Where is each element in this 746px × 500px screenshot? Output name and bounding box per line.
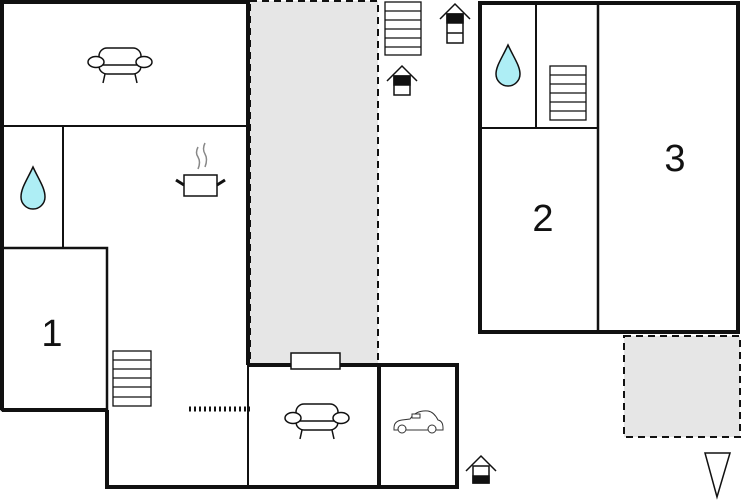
room-label-2: 2 (532, 198, 553, 240)
main-building-walls (0, 0, 459, 489)
terrace-central (249, 0, 379, 365)
sofa-icon (87, 47, 153, 84)
north-arrow-icon (704, 452, 732, 500)
water-drop-icon (20, 165, 46, 210)
car-icon (393, 410, 444, 434)
room-label-1: 1 (41, 313, 62, 355)
stairs-icon (549, 65, 587, 121)
annex-building-walls (478, 1, 740, 334)
sofa-icon (284, 403, 350, 440)
terrace-right (623, 335, 741, 438)
window (290, 352, 341, 370)
entrance-icon (465, 454, 497, 484)
stairs-icon (112, 350, 152, 407)
entrance-icon (439, 2, 471, 44)
entrance-icon (386, 64, 418, 96)
water-drop-icon (495, 43, 521, 87)
stairs-icon (384, 1, 422, 56)
room-label-3: 3 (664, 138, 685, 180)
cooking-pot-icon (175, 142, 226, 197)
